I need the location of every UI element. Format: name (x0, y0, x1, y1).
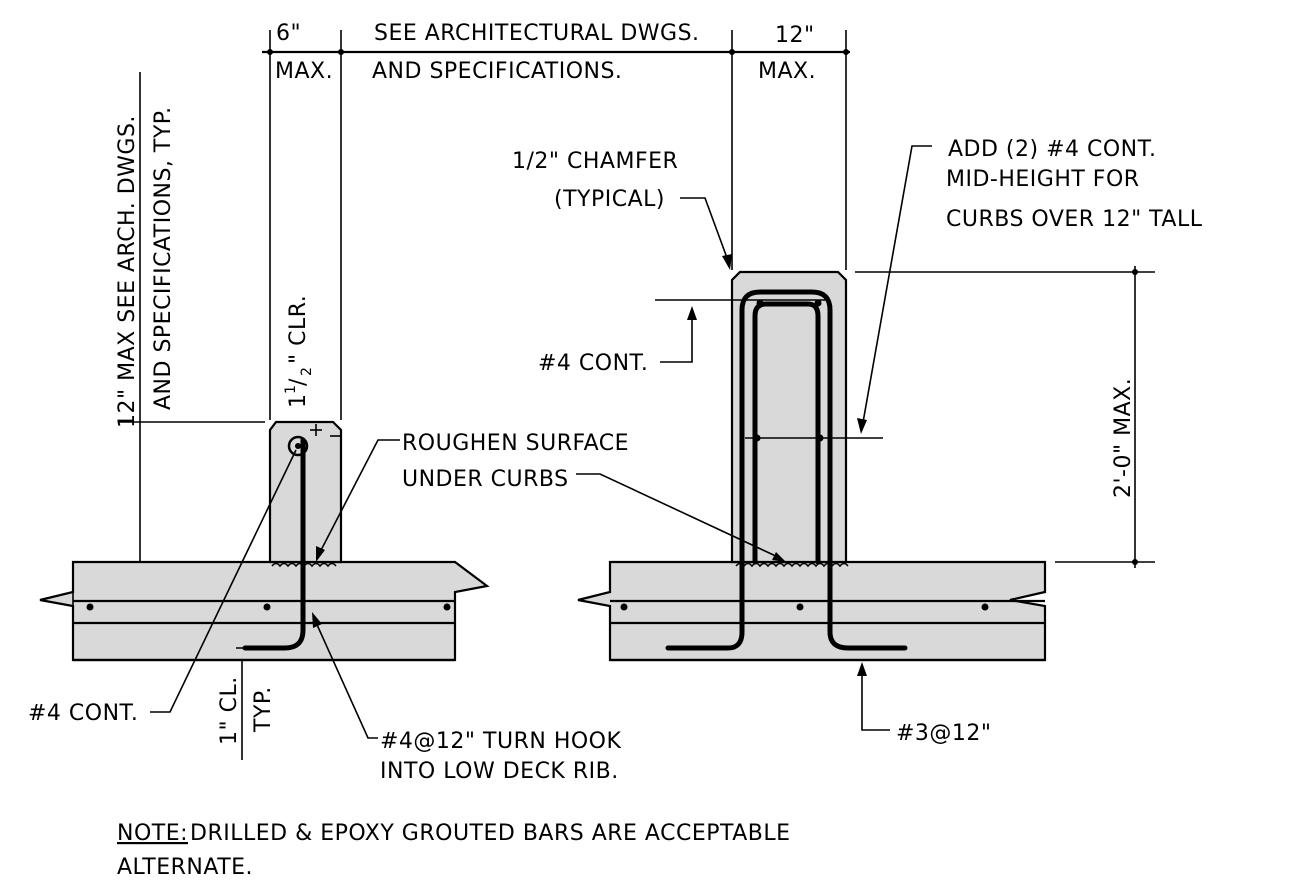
dim-6-label: 6" (276, 21, 301, 46)
dim-max-right: MAX. (758, 59, 816, 84)
vertical-note-1: 12" MAX SEE ARCH. DWGS. (115, 115, 140, 428)
roughen-line1: ROUGHEN SURFACE (402, 431, 629, 456)
dim-max-left: MAX. (275, 59, 333, 84)
left-slab (39, 560, 490, 662)
left-hook-bar (242, 437, 306, 651)
cl-typ-label: TYP. (251, 686, 276, 733)
left-cont-bar (287, 435, 309, 457)
see-arch-line2: AND SPECIFICATIONS. (372, 59, 622, 84)
top-dimension (262, 30, 850, 270)
hook-line2: INTO LOW DECK RIB. (380, 759, 619, 784)
cl-label: 1" CL. (217, 676, 242, 745)
svg-text:" CLR.: " CLR. (286, 295, 311, 364)
roughen-line2: UNDER CURBS (402, 467, 569, 492)
see-arch-line1: SEE ARCHITECTURAL DWGS. (374, 21, 700, 46)
right-slab (577, 560, 1047, 662)
cont-left-label: #4 CONT. (28, 701, 138, 726)
vertical-note-2: AND SPECIFICATIONS, TYP. (151, 106, 176, 410)
right-curb-detail (577, 266, 1155, 662)
svg-text:1: 1 (283, 385, 299, 394)
hook-line1: #4@12" TURN HOOK (380, 729, 621, 754)
add-cont-line2: MID-HEIGHT FOR (946, 167, 1140, 192)
note-text: DRILLED & EPOXY GROUTED BARS ARE ACCEPTA… (190, 821, 791, 846)
svg-text:/: / (286, 378, 311, 386)
add-cont-line1: ADD (2) #4 CONT. (948, 137, 1156, 162)
cont-right-label: #4 CONT. (538, 351, 648, 376)
add-cont-line3: CURBS OVER 12" TALL (946, 207, 1203, 232)
note-label: NOTE: (117, 821, 188, 846)
right-u-bar (665, 289, 908, 651)
note-text-2: ALTERNATE. (117, 855, 253, 880)
clear-cover-label: 1 1 / 2 " CLR. (283, 295, 315, 408)
leaders (150, 145, 932, 760)
chamfer-label-2: (TYPICAL) (554, 187, 665, 212)
max-height-label: 2'-0" MAX. (1111, 378, 1136, 498)
svg-text:1: 1 (286, 394, 311, 409)
bar-3-label: #3@12" (896, 721, 992, 746)
left-curb-detail (39, 30, 490, 662)
svg-text:2: 2 (299, 367, 315, 376)
dim-12-label: 12" (775, 23, 815, 48)
chamfer-label-1: 1/2" CHAMFER (512, 149, 678, 174)
